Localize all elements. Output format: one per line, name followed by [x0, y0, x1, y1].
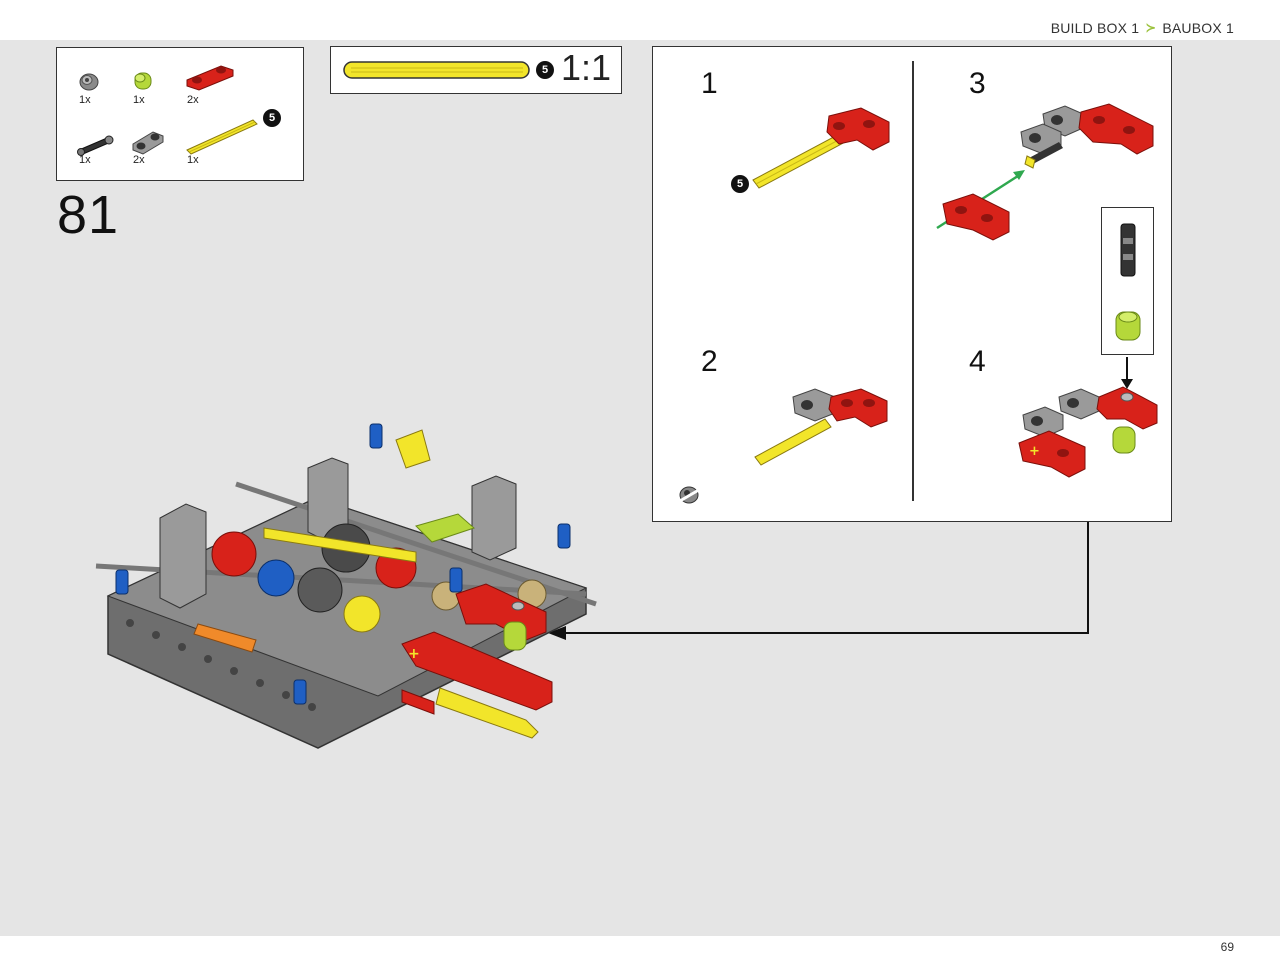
substeps-divider	[912, 61, 914, 501]
part-qty: 2x	[187, 94, 199, 106]
part-qty: 1x	[187, 154, 199, 166]
axle-yellow-icon	[186, 119, 258, 155]
part-qty: 1x	[79, 94, 91, 106]
part-bush-gray: 1x	[73, 66, 133, 126]
breadcrumb: BUILD BOX 1 ≻ BAUBOX 1	[1051, 20, 1234, 36]
bush-gray-icon	[79, 73, 99, 91]
substep-4-illustration: +	[1018, 357, 1158, 478]
substep-number: 2	[701, 345, 718, 378]
substep-number: 4	[969, 345, 986, 378]
substep-axle-length-badge: 5	[731, 175, 749, 193]
part-pin-connector-black: 1x	[73, 128, 133, 188]
substep-number: 3	[969, 67, 986, 100]
main-model-illustration: +	[95, 423, 597, 749]
substeps-box: 1 5 2 3	[652, 46, 1172, 522]
part-axle-yellow: 1x 5	[183, 109, 283, 174]
substep-number: 1	[701, 67, 718, 100]
axle-length-badge: 5	[263, 109, 281, 127]
part-beam-red: 2x	[181, 60, 241, 120]
scale-ratio: 1:1	[560, 47, 611, 88]
breadcrumb-primary: BUILD BOX 1	[1050, 20, 1140, 36]
bush-lime-icon	[134, 72, 152, 90]
page-footer: 69	[0, 936, 1280, 974]
parts-list-box: 1x 1x 2x 1x 2x	[56, 47, 304, 181]
substep-2-illustration	[672, 388, 888, 507]
svg-text:+: +	[408, 646, 420, 662]
part-bush-lime: 1x	[127, 66, 187, 126]
sub-assembly-insert-box	[1101, 207, 1154, 355]
part-qty: 2x	[133, 154, 145, 166]
scale-indicator-box: 5 1:1	[330, 46, 622, 94]
breadcrumb-separator-icon: ≻	[1145, 20, 1157, 35]
step-number: 81	[57, 185, 120, 245]
substep-1-illustration	[752, 107, 890, 189]
svg-text:+: +	[1029, 444, 1040, 459]
pin-to-bush-illustration	[1115, 223, 1141, 341]
part-qty: 1x	[79, 154, 91, 166]
liftarm-gray-icon	[132, 131, 164, 155]
scale-axle-length-badge: 5	[536, 61, 554, 79]
page-number: 69	[1220, 940, 1234, 954]
axle-yellow-full-icon	[343, 61, 530, 79]
beam-red-icon	[186, 65, 234, 91]
part-liftarm-gray: 2x	[127, 124, 187, 184]
breadcrumb-secondary: BAUBOX 1	[1162, 20, 1234, 36]
substep-3-illustration	[936, 103, 1154, 241]
page-header: BUILD BOX 1 ≻ BAUBOX 1	[0, 0, 1280, 40]
part-qty: 1x	[133, 94, 145, 106]
pin-connector-icon	[77, 135, 114, 156]
